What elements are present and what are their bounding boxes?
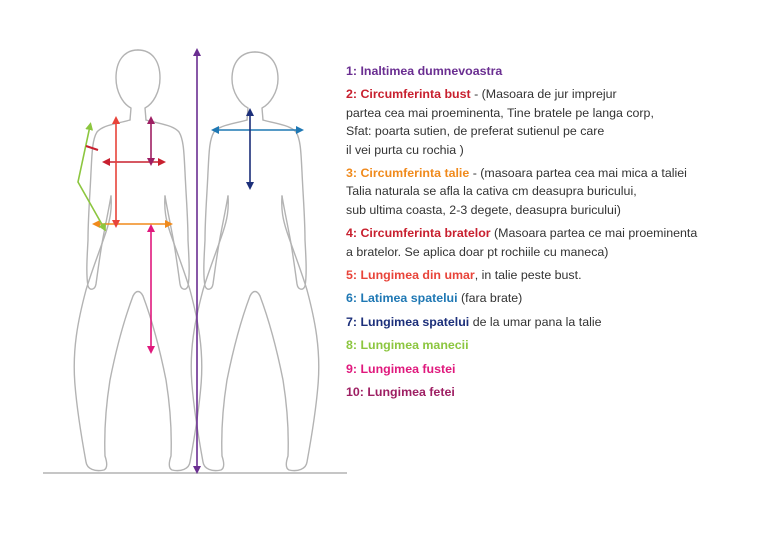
front-silhouette — [73, 49, 203, 472]
legend-item-label: 7: Lungimea spatelui — [346, 314, 470, 329]
legend-item: 7: Lungimea spatelui de la umar pana la … — [346, 313, 756, 331]
legend-item-label: 8: Lungimea manecii — [346, 338, 469, 353]
back-silhouette — [190, 51, 320, 472]
legend-item-label: 4: Circumferinta bratelor — [346, 226, 491, 241]
legend-item-description: (fara brate) — [457, 291, 523, 306]
legend-item-label: 9: Lungimea fustei — [346, 361, 456, 376]
legend-item-description: , in talie peste bust. — [474, 268, 582, 283]
legend-item-label: 2: Circumferinta bust — [346, 87, 471, 102]
legend-item: 6: Latimea spatelui (fara brate) — [346, 289, 756, 307]
legend-item: 8: Lungimea manecii — [346, 336, 756, 354]
legend-item-label: 10: Lungimea fetei — [346, 385, 455, 400]
legend-item-description: - (masoara partea cea mai mica a taliei … — [346, 166, 687, 217]
legend-item: 5: Lungimea din umar, in talie peste bus… — [346, 266, 756, 284]
legend-item-label: 6: Latimea spatelui — [346, 291, 458, 306]
measurement-legend: 1: Inaltimea dumnevoastra 2: Circumferint… — [346, 62, 756, 407]
legend-item-description: de la umar pana la talie — [469, 314, 602, 329]
arm-circumference-mark — [85, 145, 99, 151]
legend-item-description: (Masoara partea ce mai proeminenta a bra… — [346, 226, 698, 259]
legend-item-label: 3: Circumferinta talie — [346, 166, 470, 181]
sleeve-length-arrow — [77, 122, 106, 232]
legend-item: 4: Circumferinta bratelor (Masoara parte… — [346, 224, 756, 261]
legend-item-label: 1: Inaltimea dumnevoastra — [346, 64, 503, 78]
legend-item: 3: Circumferinta talie - (masoara partea… — [346, 164, 756, 219]
legend-item: 1: Inaltimea dumnevoastra — [346, 62, 756, 80]
legend-item: 10: Lungimea fetei — [346, 383, 756, 401]
legend-item: 2: Circumferinta bust - (Masoara de jur … — [346, 85, 756, 159]
legend-item-label: 5: Lungimea din umar — [346, 268, 475, 283]
legend-item-description: - (Masoara de jur imprejur partea cea ma… — [346, 87, 654, 157]
legend-item: 9: Lungimea fustei — [346, 360, 756, 378]
